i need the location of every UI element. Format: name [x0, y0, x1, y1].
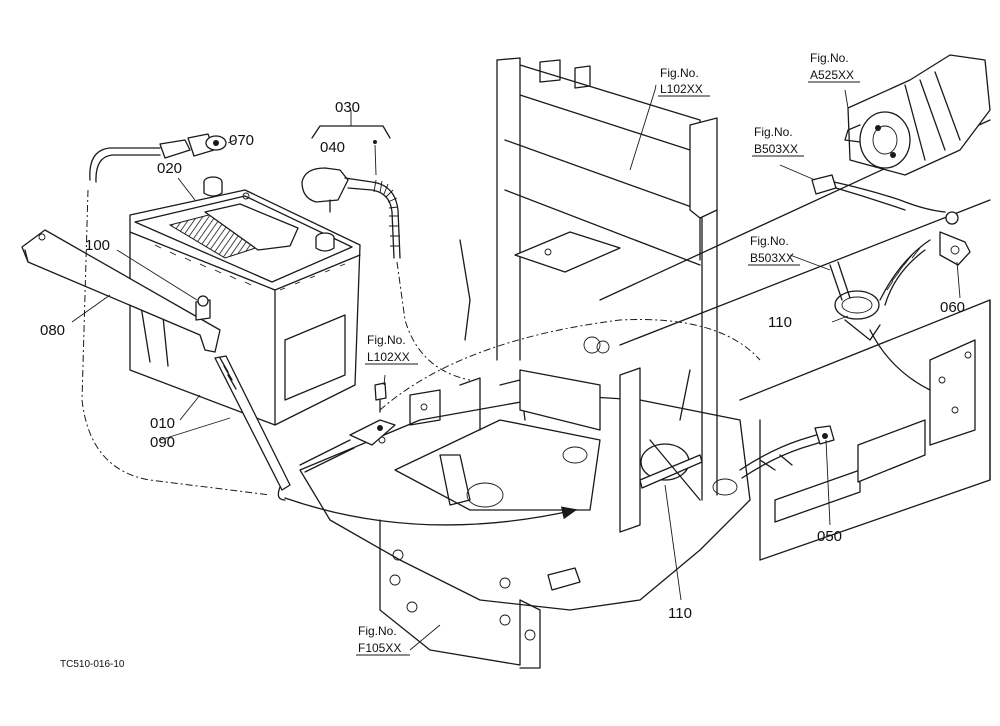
figref-l102-top: Fig.No. L102XX	[658, 66, 710, 97]
starter-motor	[844, 54, 991, 225]
label-090: 090	[150, 434, 175, 451]
figref-f105: Fig.No. F105XX	[356, 624, 410, 656]
label-010: 010	[150, 415, 175, 432]
bracket-030	[311, 110, 391, 176]
clamp-050	[739, 425, 835, 479]
svg-text:L102XX: L102XX	[367, 350, 410, 364]
svg-text:F105XX: F105XX	[358, 641, 401, 655]
label-110-centre: 110	[668, 605, 692, 622]
svg-text:Fig.No.: Fig.No.	[754, 125, 793, 139]
machine-frame	[299, 57, 991, 669]
cable-tie-110-centre	[639, 439, 703, 501]
svg-text:Fig.No.: Fig.No.	[660, 66, 699, 80]
install-arrow	[284, 497, 578, 526]
figref-b503-top: Fig.No. B503XX	[752, 125, 804, 157]
battery-hold-down	[21, 229, 291, 501]
leader-lines	[71, 84, 961, 651]
svg-text:L102XX: L102XX	[660, 82, 703, 96]
positive-cable	[301, 167, 471, 381]
label-020: 020	[157, 160, 182, 177]
terminal-bolt	[299, 382, 396, 473]
svg-text:B503XX: B503XX	[754, 142, 798, 156]
label-050: 050	[817, 528, 842, 545]
label-070: 070	[229, 132, 254, 149]
drawing-code: TC510-016-10	[60, 659, 125, 670]
figref-l102-mid: Fig.No. L102XX	[365, 333, 418, 365]
negative-cable	[81, 133, 271, 496]
label-080: 080	[40, 322, 65, 339]
label-060: 060	[940, 299, 965, 316]
label-110-right: 110	[768, 314, 792, 331]
svg-text:Fig.No.: Fig.No.	[367, 333, 406, 347]
figure-refs: Fig.No. L102XX Fig.No. A525XX Fig.No. B5…	[356, 51, 860, 656]
figref-b503-mid: Fig.No. B503XX	[748, 234, 800, 266]
label-030: 030	[335, 99, 360, 116]
svg-text:Fig.No.: Fig.No.	[358, 624, 397, 638]
svg-text:Fig.No.: Fig.No.	[810, 51, 849, 65]
svg-text:Fig.No.: Fig.No.	[750, 234, 789, 248]
battery	[129, 176, 361, 426]
svg-text:B503XX: B503XX	[750, 251, 794, 265]
label-040: 040	[320, 139, 345, 156]
label-100: 100	[85, 237, 110, 254]
svg-text:A525XX: A525XX	[810, 68, 854, 82]
starter-wiring	[811, 174, 971, 306]
clamp-110-right	[829, 261, 931, 391]
part-labels: 070 020 030 040 100 080 010 090 050 060 …	[40, 99, 965, 622]
figref-a525: Fig.No. A525XX	[808, 51, 860, 83]
